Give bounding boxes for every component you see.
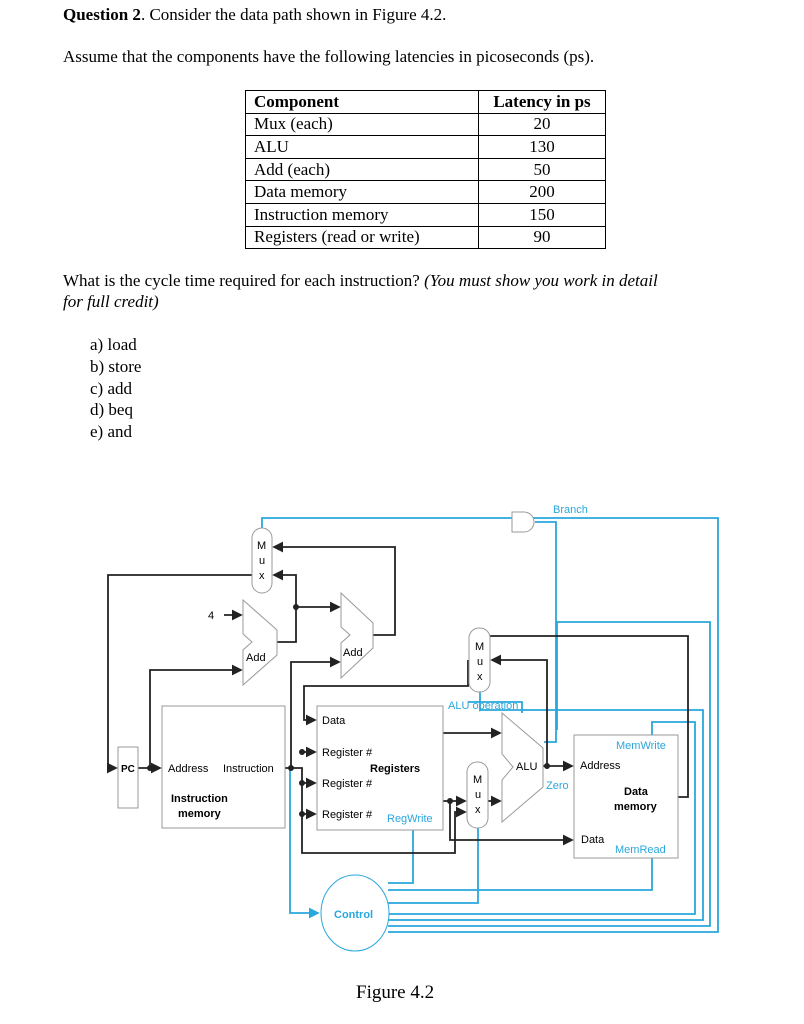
intro-text: Assume that the components have the foll… bbox=[63, 47, 595, 66]
svg-text:Instruction: Instruction bbox=[171, 793, 228, 805]
svg-text:4: 4 bbox=[208, 610, 214, 622]
svg-text:memory: memory bbox=[178, 808, 222, 820]
mux-alu-src: Mux bbox=[466, 761, 489, 829]
control-unit: Control bbox=[320, 874, 390, 952]
svg-text:Register #: Register # bbox=[322, 747, 373, 759]
svg-text:memory: memory bbox=[614, 801, 658, 813]
svg-text:u: u bbox=[477, 656, 483, 668]
svg-text:x: x bbox=[475, 804, 481, 816]
svg-text:RegWrite: RegWrite bbox=[387, 813, 433, 825]
svg-text:x: x bbox=[259, 570, 265, 582]
svg-text:u: u bbox=[259, 555, 265, 567]
adder-pc4 bbox=[242, 598, 278, 687]
mux-writeback: Mux bbox=[468, 627, 491, 693]
list-item: d) beq bbox=[90, 400, 133, 420]
svg-text:Registers: Registers bbox=[370, 763, 420, 775]
alu bbox=[501, 711, 544, 824]
mux-pc-select: Mux bbox=[251, 527, 273, 594]
svg-text:Register #: Register # bbox=[322, 778, 373, 790]
svg-text:MemRead: MemRead bbox=[615, 844, 666, 856]
prompt-note: for full credit) bbox=[63, 292, 159, 311]
svg-text:Register #: Register # bbox=[322, 809, 373, 821]
svg-text:M: M bbox=[257, 540, 266, 552]
svg-text:Add: Add bbox=[343, 647, 363, 659]
list-item: a) load bbox=[90, 335, 137, 354]
svg-text:Branch: Branch bbox=[553, 504, 588, 516]
prompt-text: What is the cycle time required for each… bbox=[63, 271, 658, 290]
svg-text:ALU operation: ALU operation bbox=[448, 700, 518, 712]
and-gate bbox=[511, 511, 535, 533]
svg-text:Add: Add bbox=[246, 652, 266, 664]
svg-text:MemWrite: MemWrite bbox=[616, 740, 666, 752]
list-item: c) add bbox=[90, 378, 133, 398]
svg-text:Control: Control bbox=[334, 909, 373, 921]
table-row: Mux (each)20 bbox=[245, 112, 606, 137]
svg-text:Data: Data bbox=[624, 786, 649, 798]
svg-text:x: x bbox=[477, 671, 483, 683]
svg-text:M: M bbox=[475, 641, 484, 653]
svg-text:Data: Data bbox=[581, 834, 605, 846]
table-row: Registers (read or write)90 bbox=[245, 225, 606, 250]
table-row: Add (each)50 bbox=[245, 157, 606, 182]
svg-text:Data: Data bbox=[322, 715, 346, 727]
svg-text:PC: PC bbox=[121, 764, 135, 775]
pc-register: PC bbox=[117, 746, 139, 809]
control-lines bbox=[261, 517, 719, 933]
data-memory: MemWrite Address Data memory Data MemRea… bbox=[573, 734, 679, 859]
list-item: e) and bbox=[90, 422, 133, 442]
svg-text:ALU: ALU bbox=[516, 761, 537, 773]
svg-text:M: M bbox=[473, 774, 482, 786]
registers: Data Register # Registers Register # Reg… bbox=[316, 705, 444, 831]
svg-text:Instruction: Instruction bbox=[223, 763, 274, 775]
data-lines bbox=[107, 541, 689, 854]
svg-text:u: u bbox=[475, 789, 481, 801]
svg-text:Zero: Zero bbox=[546, 780, 569, 792]
svg-text:Address: Address bbox=[580, 760, 621, 772]
question-heading: Question 2. Consider the data path shown… bbox=[63, 5, 447, 24]
figure-caption: Figure 4.2 bbox=[356, 982, 435, 1003]
list-item: b) store bbox=[90, 356, 142, 376]
options-list: a) load b) store c) add d) beq e) and bbox=[90, 334, 141, 443]
svg-text:Address: Address bbox=[168, 763, 209, 775]
adder-branch bbox=[340, 591, 374, 680]
